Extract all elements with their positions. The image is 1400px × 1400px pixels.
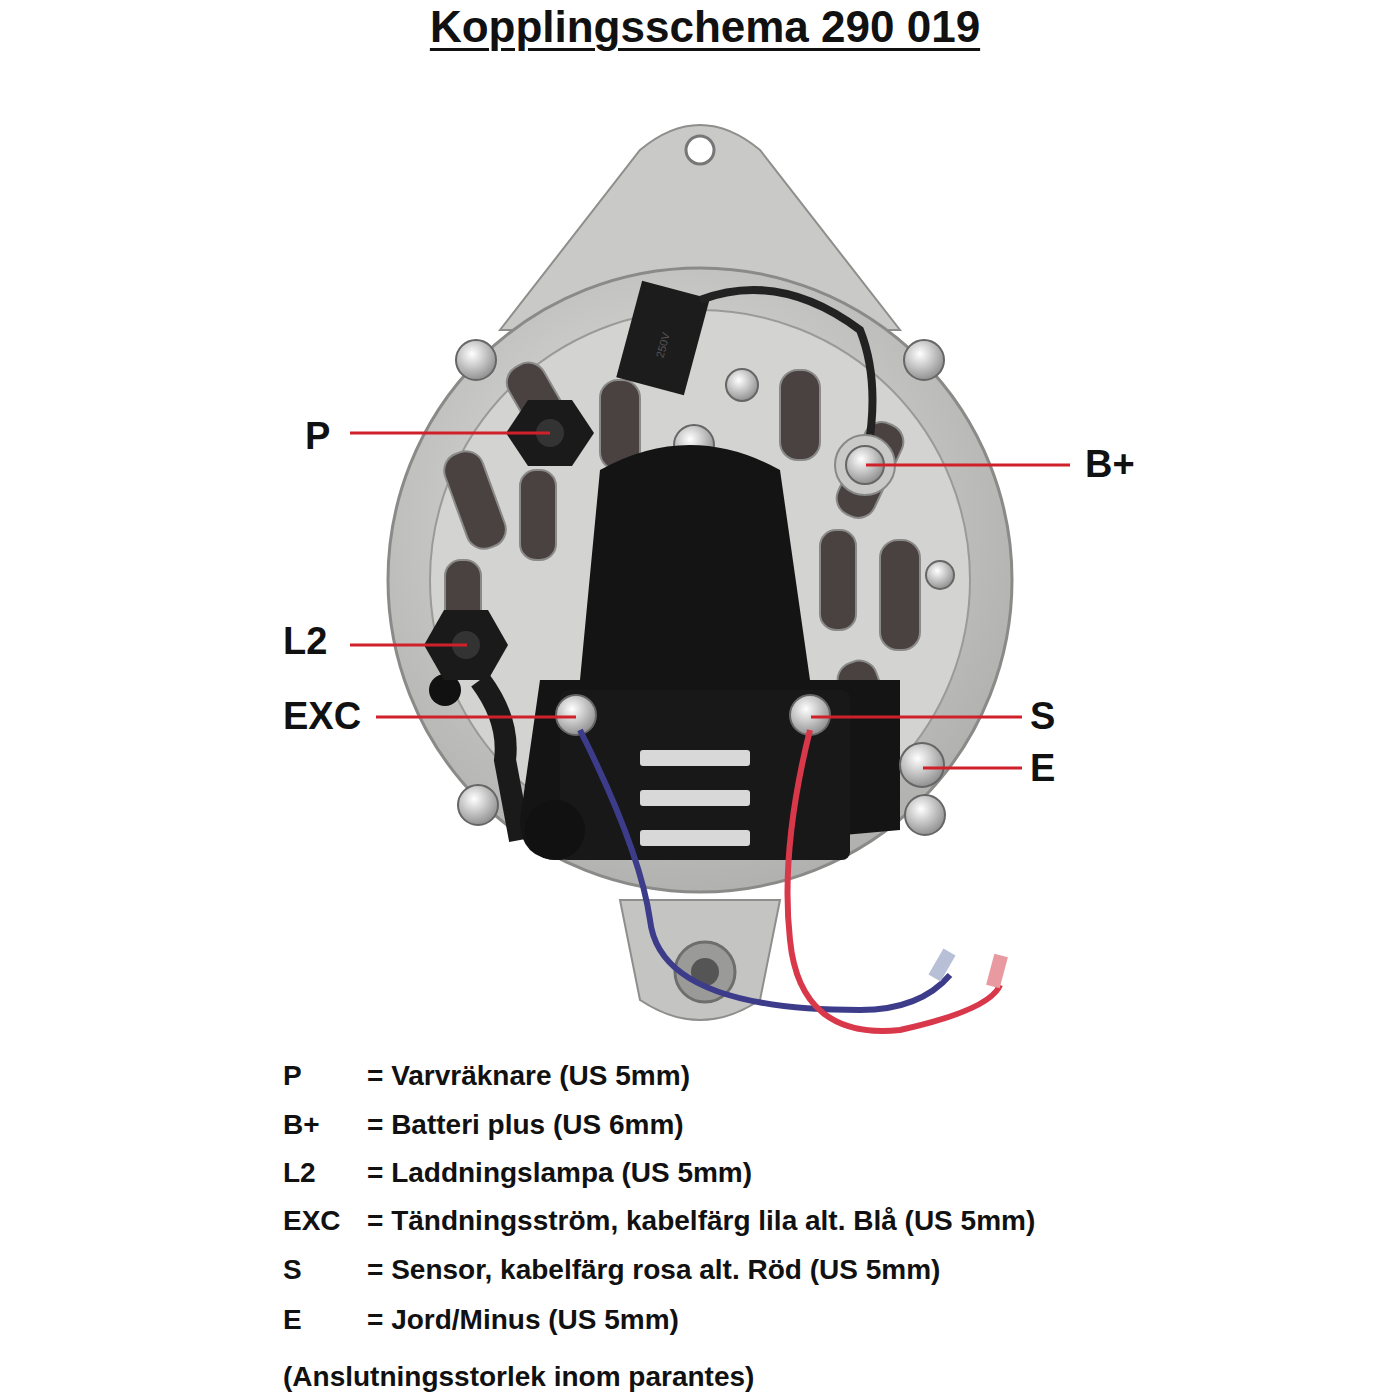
terminal-label: E	[1030, 748, 1055, 790]
terminal-label: P	[305, 416, 330, 458]
table-key: L2	[283, 1158, 316, 1189]
table-key: B+	[283, 1110, 320, 1141]
terminal-label: EXC	[283, 696, 361, 738]
table-key: EXC	[283, 1206, 341, 1237]
table-description: = Sensor, kabelfärg rosa alt. Röd (US 5m…	[367, 1255, 940, 1286]
note-caption: (Anslutningsstorlek inom parantes)	[283, 1362, 754, 1393]
table-description: = Tändningsström, kabelfärg lila alt. Bl…	[367, 1206, 1035, 1237]
terminal-label: B+	[1085, 444, 1135, 486]
table-key: P	[283, 1061, 302, 1092]
terminal-label: S	[1030, 696, 1055, 738]
table-key: E	[283, 1305, 302, 1336]
table-description: = Batteri plus (US 6mm)	[367, 1110, 684, 1141]
table-description: = Varvräknare (US 5mm)	[367, 1061, 690, 1092]
diagram-title: Kopplingsschema 290 019	[430, 3, 980, 51]
table-description: = Laddningslampa (US 5mm)	[367, 1158, 752, 1189]
table-key: S	[283, 1255, 302, 1286]
terminal-label: L2	[283, 621, 327, 663]
table-description: = Jord/Minus (US 5mm)	[367, 1305, 679, 1336]
